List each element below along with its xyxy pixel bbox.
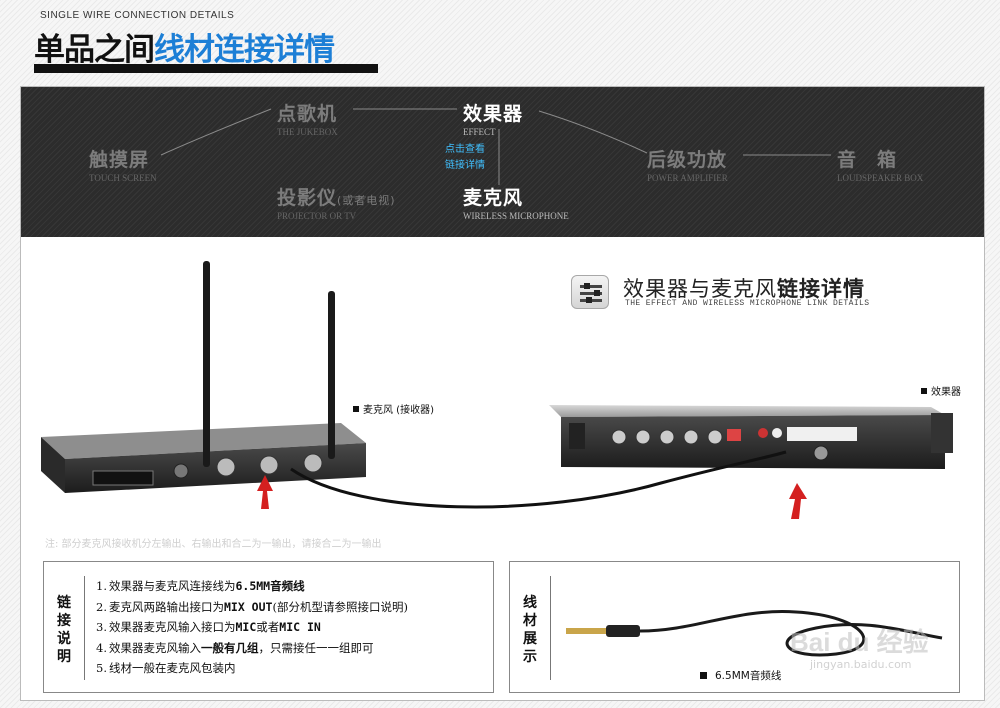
connection-photo <box>41 261 953 519</box>
device-nav: 触摸屏 TOUCH SCREEN 点歌机 THE JUKEBOX 投影仪(或者电… <box>21 87 984 237</box>
tips-divider <box>84 576 85 680</box>
nav-microphone[interactable]: 麦克风 WIRELESS MICROPHONE <box>463 187 569 221</box>
nav-jukebox[interactable]: 点歌机 THE JUKEBOX <box>277 103 338 137</box>
main-panel: 触摸屏 TOUCH SCREEN 点歌机 THE JUKEBOX 投影仪(或者电… <box>20 86 985 701</box>
receiver-label: 麦克风 (接收器) <box>353 401 434 416</box>
effect-unit <box>549 405 953 469</box>
page-title: 单品之间线材连接详情 <box>34 24 335 69</box>
watermark: Bai du 经验 <box>790 627 929 657</box>
tip-item: 3.效果器麦克风输入接口为MIC或者MIC IN <box>96 620 321 634</box>
page-title-blue: 线材连接详情 <box>154 32 335 68</box>
tips-heading: 链 接 说 明 <box>57 595 71 665</box>
cable-image <box>566 610 943 657</box>
tips-box: 链 接 说 明 1.效果器与麦克风连接线为6.5MM音频线 2.麦克风两路输出接… <box>43 561 494 693</box>
tip-item: 5.线材一般在麦克风包装内 <box>96 661 236 675</box>
receiver-unit <box>41 261 366 493</box>
nav-hint[interactable]: 点击查看 链接详情 <box>445 144 485 171</box>
cable-box: 线 材 展 示 Bai du 经验 jingyan.baidu.com 6.5M… <box>509 561 960 693</box>
equalizer-icon <box>571 275 609 309</box>
tip-item: 4.效果器麦克风输入一般有几组，只需接任一一组即可 <box>96 640 374 655</box>
nav-projector[interactable]: 投影仪(或者电视) PROJECTOR OR TV <box>277 187 396 221</box>
tip-item: 2.麦克风两路输出接口为MIX OUT(部分机型请参照接口说明) <box>96 599 408 614</box>
audio-cable <box>290 450 787 509</box>
tip-item: 1.效果器与麦克风连接线为6.5MM音频线 <box>96 579 305 593</box>
cable-label: 6.5MM音频线 <box>700 668 781 683</box>
nav-loudspeaker[interactable]: 音 箱 LOUDSPEAKER BOX <box>837 149 924 183</box>
watermark-url: jingyan.baidu.com <box>810 658 912 671</box>
cable-heading: 线 材 展 示 <box>523 595 537 665</box>
section-subtitle: THE EFFECT AND WIRELESS MICROPHONE LINK … <box>625 299 870 308</box>
eyebrow-text: SINGLE WIRE CONNECTION DETAILS <box>40 10 235 21</box>
tips-list: 1.效果器与麦克风连接线为6.5MM音频线 2.麦克风两路输出接口为MIX OU… <box>96 576 408 679</box>
title-underline <box>34 64 378 73</box>
nav-effect[interactable]: 效果器 EFFECT <box>463 103 524 137</box>
footnote: 注: 部分麦克风接收机分左输出、右输出和合二为一输出，请接合二为一输出 <box>45 539 382 550</box>
nav-connector-lines <box>160 108 831 198</box>
page-title-dark: 单品之间 <box>34 32 155 68</box>
section-title: 效果器与麦克风链接详情 <box>623 277 865 301</box>
nav-power-amplifier[interactable]: 后级功放 POWER AMPLIFIER <box>647 149 728 183</box>
red-arrows <box>257 475 807 519</box>
cable-divider <box>550 576 551 680</box>
nav-touch-screen[interactable]: 触摸屏 TOUCH SCREEN <box>89 149 157 183</box>
effect-label: 效果器 <box>921 383 961 398</box>
